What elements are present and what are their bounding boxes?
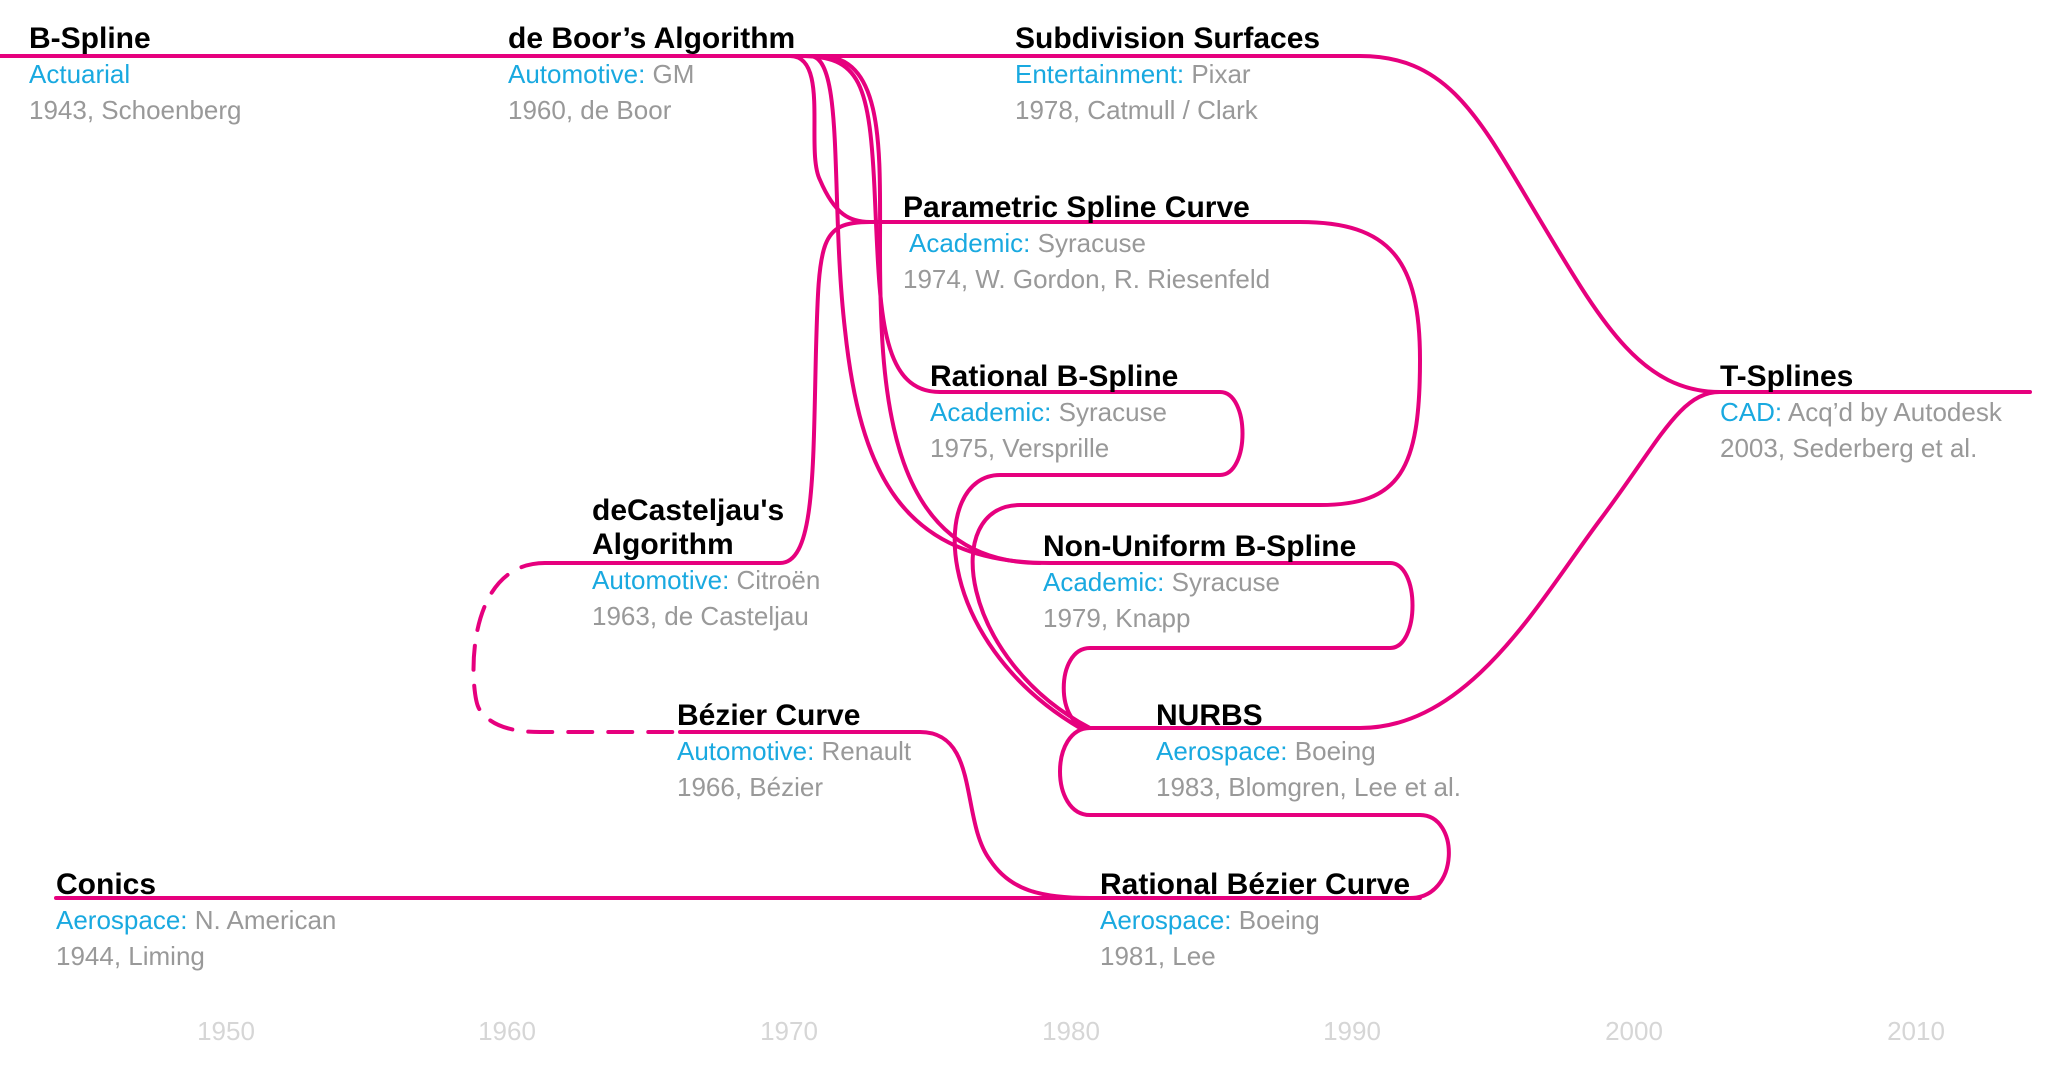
node-tsplines: T-Splines CAD: Acq’d by Autodesk 2003, S… [1720,360,2002,466]
node-parametric: Parametric Spline Curve Academic: Syracu… [903,191,1270,297]
node-date: 1981, Lee [1100,941,1216,971]
axis-label: 2010 [1887,1016,1945,1046]
node-sector: Academic: [909,228,1031,258]
node-sector: Automotive: [592,565,730,595]
axis-label: 2000 [1605,1016,1663,1046]
node-nurbs: NURBS Aerospace: Boeing 1983, Blomgren, … [1156,699,1461,805]
node-org: GM [652,59,695,89]
node-title: Bézier Curve [677,699,861,732]
node-sector: Aerospace: [1100,905,1232,935]
node-sector: Academic: [930,397,1052,427]
line-bezier-to-rational-bezier [678,730,1092,900]
node-bezier: Bézier Curve Automotive: Renault 1966, B… [677,699,911,805]
node-bspline: B-Spline Actuarial 1943, Schoenberg [29,22,242,128]
node-subdivision: Subdivision Surfaces Entertainment: Pixa… [1015,22,1320,128]
node-org: Syracuse [1037,228,1147,258]
node-title: Non-Uniform B-Spline [1043,530,1357,563]
node-date: 1978, Catmull / Clark [1015,95,1258,125]
axis-label: 1970 [760,1016,818,1046]
node-date: 1979, Knapp [1043,603,1191,633]
node-sector: Aerospace: [1156,736,1288,766]
node-org: N. American [194,905,337,935]
node-org: Boeing [1294,736,1376,766]
node-org: Renault [821,736,912,766]
node-title-line2: Algorithm [592,528,734,561]
node-title: Parametric Spline Curve [903,191,1250,224]
line-decasteljau-dashed [471,561,682,734]
node-sector: Academic: [1043,567,1165,597]
line-deboor-to-nonuniform [808,54,1052,565]
line-deboor-to-parametric [788,54,872,224]
line-deboor-to-rational-bspline [798,54,942,394]
node-title: Rational B-Spline [930,360,1179,393]
node-org: Acq’d by Autodesk [1787,397,2002,427]
node-date: 1963, de Casteljau [592,601,809,631]
node-rational-bspline: Rational B-Spline Academic: Syracuse 197… [930,360,1178,466]
node-date: 1966, Bézier [677,772,823,802]
node-sector: Entertainment: [1015,59,1185,89]
node-org: Pixar [1191,59,1251,89]
line-parametric [868,220,1422,730]
node-sector: Automotive: [677,736,815,766]
node-sector: Aerospace: [56,905,188,935]
node-title: T-Splines [1720,360,1854,393]
node-title: NURBS [1156,699,1263,732]
node-rational-bezier: Rational Bézier Curve Aerospace: Boeing … [1100,868,1410,974]
node-date: 1960, de Boor [508,95,672,125]
line-decasteljau-to-parametric [543,220,872,565]
line-bspline-to-tsplines [0,54,2032,394]
node-date: 1944, Liming [56,941,205,971]
axis-label: 1950 [197,1016,255,1046]
node-org: Syracuse [1171,567,1281,597]
node-deboor: de Boor’s Algorithm Automotive: GM 1960,… [508,22,795,128]
node-title: deCasteljau's [592,494,785,527]
node-title: Conics [56,868,157,901]
node-conics: Conics Aerospace: N. American 1944, Limi… [56,868,336,974]
axis-label: 1960 [478,1016,536,1046]
line-deboor-to-nurbs [818,54,1042,565]
node-date: 1975, Versprille [930,433,1110,463]
node-org: Syracuse [1058,397,1168,427]
node-sector: Actuarial [29,59,131,89]
node-date: 1974, W. Gordon, R. Riesenfeld [903,264,1271,294]
line-rational-bspline [938,390,1245,730]
line-nurbs-to-tsplines [1088,390,1722,730]
node-sector: Automotive: [508,59,646,89]
node-title: Rational Bézier Curve [1100,868,1411,901]
node-org: Citroën [736,565,821,595]
line-nurbs-loop [1058,726,1451,900]
node-date: 2003, Sederberg et al. [1720,433,1978,463]
node-nonuniform: Non-Uniform B-Spline Academic: Syracuse … [1043,530,1356,636]
node-org: Boeing [1238,905,1320,935]
node-title: B-Spline [29,22,151,55]
node-title: Subdivision Surfaces [1015,22,1321,55]
node-date: 1983, Blomgren, Lee et al. [1156,772,1461,802]
line-nonuniform [1048,561,1415,730]
node-date: 1943, Schoenberg [29,95,242,125]
axis-label: 1990 [1323,1016,1381,1046]
node-decasteljau: deCasteljau's Algorithm Automotive: Citr… [592,494,820,634]
node-sector: CAD: [1720,397,1783,427]
axis-label: 1980 [1042,1016,1100,1046]
node-title: de Boor’s Algorithm [508,22,796,55]
